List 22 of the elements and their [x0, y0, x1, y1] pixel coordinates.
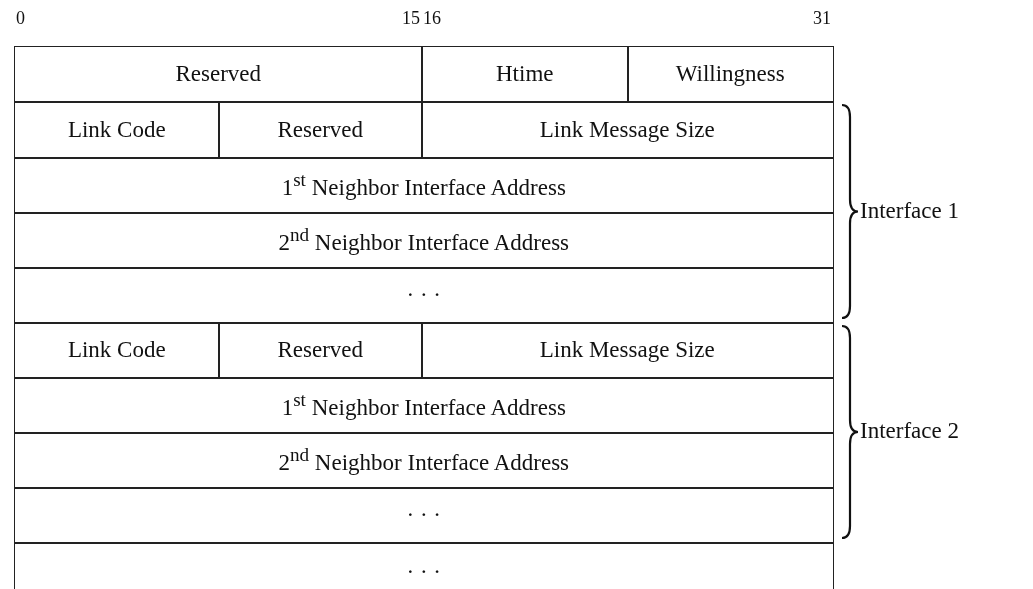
- field-name: Reserved: [277, 337, 364, 364]
- field-name: 2$^{nd}$ Neighbor Interface Address: [278, 444, 570, 477]
- field-name: Willingness: [675, 61, 785, 88]
- field-name: Reserved: [277, 116, 364, 143]
- group-label: Interface 1: [860, 197, 959, 224]
- field-name: Link Code: [67, 116, 166, 143]
- field-name: 1$^{st}$ Neighbor Interface Address: [281, 389, 566, 422]
- field-name: 1$^{st}$ Neighbor Interface Address: [281, 169, 566, 202]
- field-name: Link Message Size: [539, 337, 715, 364]
- field-name: 2$^{nd}$ Neighbor Interface Address: [278, 224, 570, 257]
- bit-number: 0: [16, 8, 25, 29]
- group-label: Interface 2: [860, 418, 959, 444]
- field-name: · · ·: [406, 502, 441, 529]
- field-name: · · ·: [406, 559, 441, 586]
- field-name: · · ·: [406, 282, 441, 309]
- field-name: Link Message Size: [539, 116, 715, 143]
- field-name: Reserved: [175, 61, 262, 88]
- field-name: Link Code: [67, 337, 166, 364]
- field-name: Htime: [496, 61, 554, 88]
- bit-number: 15: [402, 8, 420, 29]
- bit-number: 16: [423, 8, 441, 29]
- bit-number: 31: [813, 8, 831, 29]
